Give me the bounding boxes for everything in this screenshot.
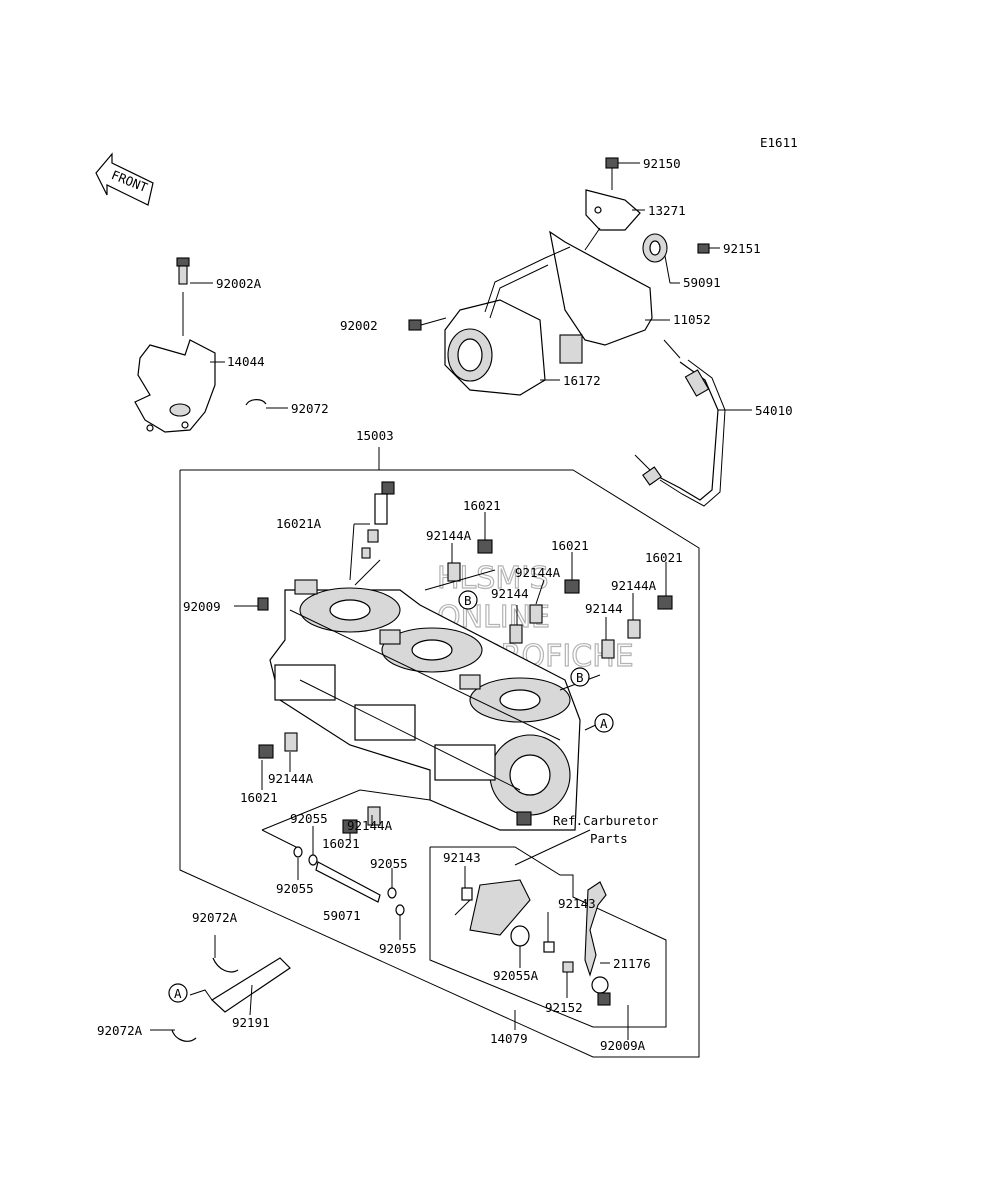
callout-92144-b: 92144 [585, 601, 623, 616]
callout-54010: 54010 [755, 403, 793, 418]
callout-92144a-b: 92144A [515, 565, 561, 580]
leader-lines [150, 162, 752, 1040]
ref-carburetor-label: Ref.Carburetor [553, 813, 659, 828]
svg-text:B: B [464, 593, 472, 608]
callout-59091: 59091 [683, 275, 721, 290]
callout-14079: 14079 [490, 1031, 528, 1046]
callout-92152: 92152 [545, 1000, 583, 1015]
callout-14044: 14044 [227, 354, 265, 369]
throttle-sensor-16172 [408, 157, 710, 396]
bracket-14044 [134, 257, 267, 433]
callout-92055-b: 92055 [370, 856, 408, 871]
callout-15003: 15003 [356, 428, 394, 443]
assembly-outline-15003 [179, 469, 700, 1058]
cable-54010 [634, 339, 726, 507]
ref-parts-label: Parts [590, 831, 628, 846]
callout-16021-d: 16021 [240, 790, 278, 805]
callout-92191: 92191 [232, 1015, 270, 1030]
diagram-code: E1611 [760, 135, 798, 150]
carburetor-assembly [269, 481, 581, 831]
callout-92150: 92150 [643, 156, 681, 171]
callout-16021-b: 16021 [551, 538, 589, 553]
callout-92144a-d: 92144A [268, 771, 314, 786]
hose-92191 [171, 957, 291, 1042]
callout-13271: 13271 [648, 203, 686, 218]
callout-16021-c: 16021 [645, 550, 683, 565]
callout-92009: 92009 [183, 599, 221, 614]
svg-text:B: B [576, 670, 584, 685]
callout-92002a: 92002A [216, 276, 262, 291]
callout-59071: 59071 [323, 908, 361, 923]
callout-92009a: 92009A [600, 1038, 646, 1053]
callout-16021-e: 16021 [322, 836, 360, 851]
callout-92072a-b: 92072A [97, 1023, 143, 1038]
callout-92144a-c: 92144A [611, 578, 657, 593]
screws-and-springs [257, 539, 673, 834]
callout-16021a: 16021A [276, 516, 322, 531]
callout-16021-a: 16021 [463, 498, 501, 513]
callout-92151: 92151 [723, 241, 761, 256]
callout-92144a-a: 92144A [426, 528, 472, 543]
marker-a-bottom: A [168, 983, 188, 1003]
front-arrow-icon: FRONT [95, 152, 154, 206]
callout-92002: 92002 [340, 318, 378, 333]
callout-92055a: 92055A [493, 968, 539, 983]
callout-92055-c: 92055 [276, 881, 314, 896]
marker-a-top: A [594, 713, 614, 733]
callout-labels: 92150 13271 92151 59091 92002 11052 1617… [97, 156, 793, 1053]
callout-92144a-e: 92144A [347, 818, 393, 833]
svg-text:A: A [600, 716, 608, 731]
svg-text:A: A [174, 986, 182, 1001]
lever-assembly-14079 [454, 879, 611, 1006]
callout-92072a-a: 92072A [192, 910, 238, 925]
callout-92055-d: 92055 [379, 941, 417, 956]
callout-11052: 11052 [673, 312, 711, 327]
marker-b-left: B [458, 590, 478, 610]
assembly-outline-14079 [429, 846, 667, 1028]
callout-16172: 16172 [563, 373, 601, 388]
callout-21176: 21176 [613, 956, 651, 971]
callout-92055-a: 92055 [290, 811, 328, 826]
callout-92143-b: 92143 [558, 896, 596, 911]
marker-b-right: B [570, 667, 590, 687]
shaft-59071 [261, 789, 431, 916]
callout-92144-a: 92144 [491, 586, 529, 601]
callout-92143-a: 92143 [443, 850, 481, 865]
callout-92072: 92072 [291, 401, 329, 416]
